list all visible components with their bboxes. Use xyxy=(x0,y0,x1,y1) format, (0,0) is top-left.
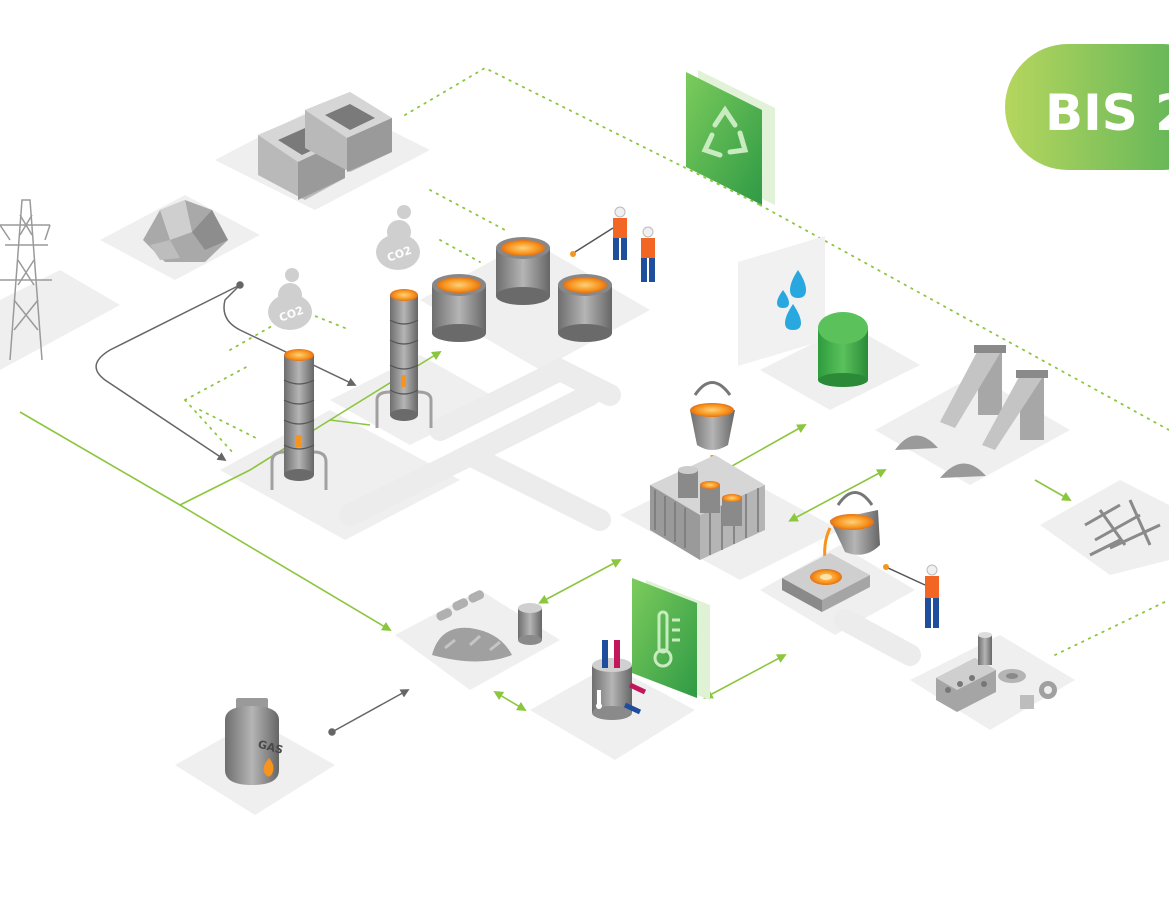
platform-pylon xyxy=(0,270,120,370)
mould-plate xyxy=(782,553,870,612)
co2-cloud-right: CO2 xyxy=(376,205,420,270)
thermometer-panel xyxy=(632,578,710,700)
pot-2 xyxy=(496,237,550,305)
gas-cylinder: GAS xyxy=(225,698,285,785)
worker-1 xyxy=(570,206,627,260)
platform-scrap xyxy=(1040,480,1169,575)
crane-left xyxy=(940,345,1006,428)
platform-furnaces xyxy=(220,410,460,540)
title-badge: BIS 20 xyxy=(1005,44,1169,170)
pot-3 xyxy=(558,274,612,342)
rock-pile xyxy=(143,200,228,262)
blast-furnace-left: CO2 xyxy=(268,268,328,490)
power-pylon xyxy=(0,199,52,361)
moulds xyxy=(678,466,742,526)
conveyor-chevrons xyxy=(575,458,628,494)
water-panel xyxy=(738,236,825,366)
blast-furnace-right: CO2 xyxy=(375,205,433,428)
worker-2 xyxy=(641,226,655,282)
machine-parts xyxy=(936,632,1057,712)
co2-cloud-left: CO2 xyxy=(268,268,312,330)
gas-flame-icon xyxy=(263,758,274,777)
dark-flows xyxy=(95,281,410,736)
heater-unit xyxy=(592,640,647,720)
svg-text:GAS: GAS xyxy=(257,738,285,757)
mini-thermometer-icon xyxy=(596,690,602,709)
dotted-flows xyxy=(184,66,1169,656)
scrap-pile xyxy=(1084,499,1161,557)
green-tank xyxy=(818,312,868,387)
skip-containers xyxy=(258,92,392,200)
conveyor-bands xyxy=(339,357,921,666)
thermometer-icon xyxy=(653,610,680,668)
molten-pots xyxy=(432,237,612,342)
casting-frame xyxy=(650,455,765,560)
skip-right xyxy=(305,92,392,172)
raw-materials xyxy=(432,590,542,662)
gravel-piles xyxy=(895,435,986,478)
recycle-panel xyxy=(686,70,775,205)
badge-text: BIS 20 xyxy=(1045,84,1169,142)
water-drops-icon xyxy=(777,270,806,330)
pot-1 xyxy=(432,274,486,342)
worker-3 xyxy=(883,564,939,628)
crane-right xyxy=(982,370,1048,450)
ladle-tilting xyxy=(823,491,880,566)
recycle-icon xyxy=(701,105,749,158)
